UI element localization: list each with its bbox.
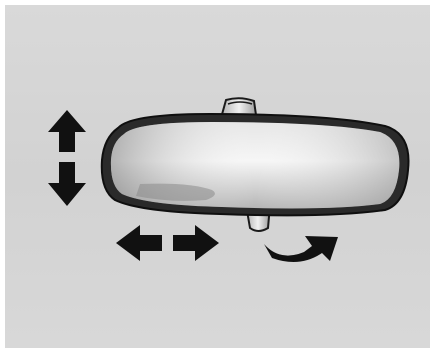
arrow-right-icon xyxy=(173,225,219,261)
arrow-up-icon xyxy=(48,110,86,152)
arrow-left-icon xyxy=(116,225,162,261)
mirror-body xyxy=(100,112,410,217)
rotate-arrow-icon xyxy=(264,236,338,262)
arrow-down-icon xyxy=(48,162,86,206)
